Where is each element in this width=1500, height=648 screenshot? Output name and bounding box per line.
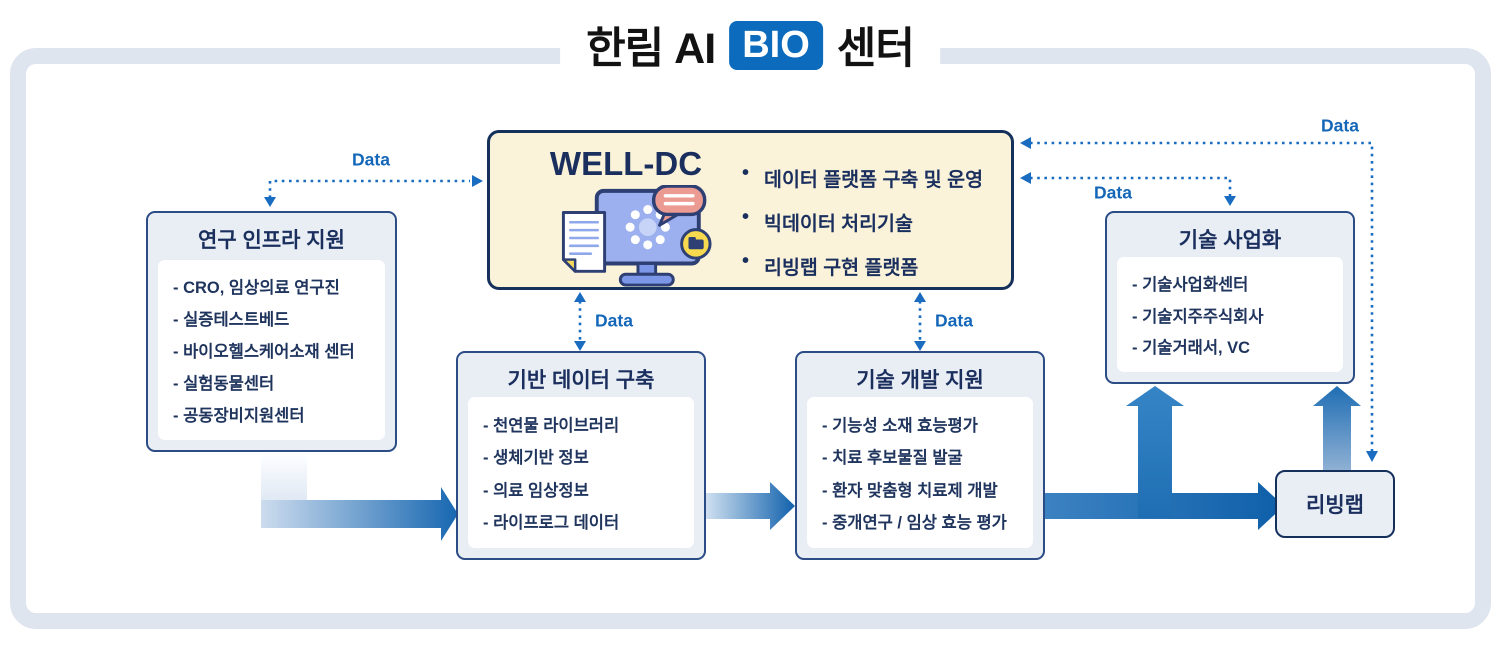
- list-item: 생체기반 정보: [483, 444, 694, 468]
- list-item: 중개연구 / 임상 효능 평가: [822, 509, 1033, 533]
- title-bio-badge: BIO: [729, 20, 823, 70]
- box-item-list: 천연물 라이브러리 생체기반 정보 의료 임상정보 라이프로그 데이터: [468, 397, 694, 548]
- folder-badge-icon: [680, 228, 712, 260]
- list-item: 라이프로그 데이터: [483, 509, 694, 533]
- well-dc-title: WELL-DC: [549, 145, 703, 182]
- data-label-welldc-techdev: Data: [935, 310, 973, 331]
- title-prefix: 한림 AI: [586, 25, 716, 73]
- well-dc-box: WELL-DC: [487, 130, 1014, 290]
- box-item-list: 기술사업화센터 기술지주주식회사 기술거래서, VC: [1117, 257, 1343, 372]
- box-research-infra: 연구 인프라 지원 CRO, 임상의료 연구진 실증테스트베드 바이오헬스케어소…: [146, 211, 397, 452]
- list-item: 바이오헬스케어소재 센터: [173, 338, 385, 362]
- list-item: CRO, 임상의료 연구진: [173, 274, 385, 298]
- list-item: 실증테스트베드: [173, 306, 385, 330]
- box-base-data: 기반 데이터 구축 천연물 라이브러리 생체기반 정보 의료 임상정보 라이프로…: [456, 351, 706, 560]
- box-title: 기반 데이터 구축: [507, 369, 655, 392]
- list-item: 실험동물센터: [173, 370, 385, 394]
- well-dc-bullet-list: 데이터 플랫폼 구축 및 운영 빅데이터 처리기술 리빙랩 구현 플랫폼: [738, 162, 983, 295]
- box-tech-commercialization: 기술 사업화 기술사업화센터 기술지주주식회사 기술거래서, VC: [1105, 211, 1355, 384]
- title-suffix: 센터: [836, 25, 915, 73]
- list-item: 치료 후보물질 발굴: [822, 444, 1033, 468]
- list-item: 기술거래서, VC: [1132, 334, 1343, 358]
- box-tech-dev: 기술 개발 지원 기능성 소재 효능평가 치료 후보물질 발굴 환자 맞춤형 치…: [795, 351, 1045, 560]
- gear-icon: [625, 205, 670, 250]
- list-item: 기술사업화센터: [1132, 271, 1343, 295]
- speech-bubble-icon: [651, 185, 707, 227]
- list-item: 기능성 소재 효능평가: [822, 412, 1033, 436]
- list-item: 환자 맞춤형 치료제 개발: [822, 477, 1033, 501]
- data-label-top-right: Data: [1321, 115, 1359, 136]
- list-item: 공동장비지원센터: [173, 402, 385, 426]
- box-living-lab: 리빙랩: [1275, 470, 1395, 538]
- data-label-commerce: Data: [1094, 182, 1132, 203]
- page-title: 한림 AI BIO 센터: [560, 14, 940, 76]
- list-item: 천연물 라이브러리: [483, 412, 694, 436]
- box-title: 기술 사업화: [1178, 229, 1282, 252]
- list-item: 기술지주주식회사: [1132, 303, 1343, 327]
- list-item: 의료 임상정보: [483, 477, 694, 501]
- data-label-welldc-basedata: Data: [595, 310, 633, 331]
- list-item: 데이터 플랫폼 구축 및 운영: [738, 162, 983, 192]
- data-label-left: Data: [352, 149, 390, 170]
- box-item-list: 기능성 소재 효능평가 치료 후보물질 발굴 환자 맞춤형 치료제 개발 중개연…: [807, 397, 1033, 548]
- document-icon: [561, 210, 607, 273]
- box-title: 기술 개발 지원: [856, 369, 984, 392]
- box-item-list: CRO, 임상의료 연구진 실증테스트베드 바이오헬스케어소재 센터 실험동물센…: [158, 260, 385, 440]
- list-item: 리빙랩 구현 플랫폼: [738, 250, 983, 280]
- list-item: 빅데이터 처리기술: [738, 206, 983, 236]
- living-lab-label: 리빙랩: [1306, 494, 1364, 517]
- well-dc-icon: [561, 185, 712, 287]
- box-title: 연구 인프라 지원: [198, 229, 345, 252]
